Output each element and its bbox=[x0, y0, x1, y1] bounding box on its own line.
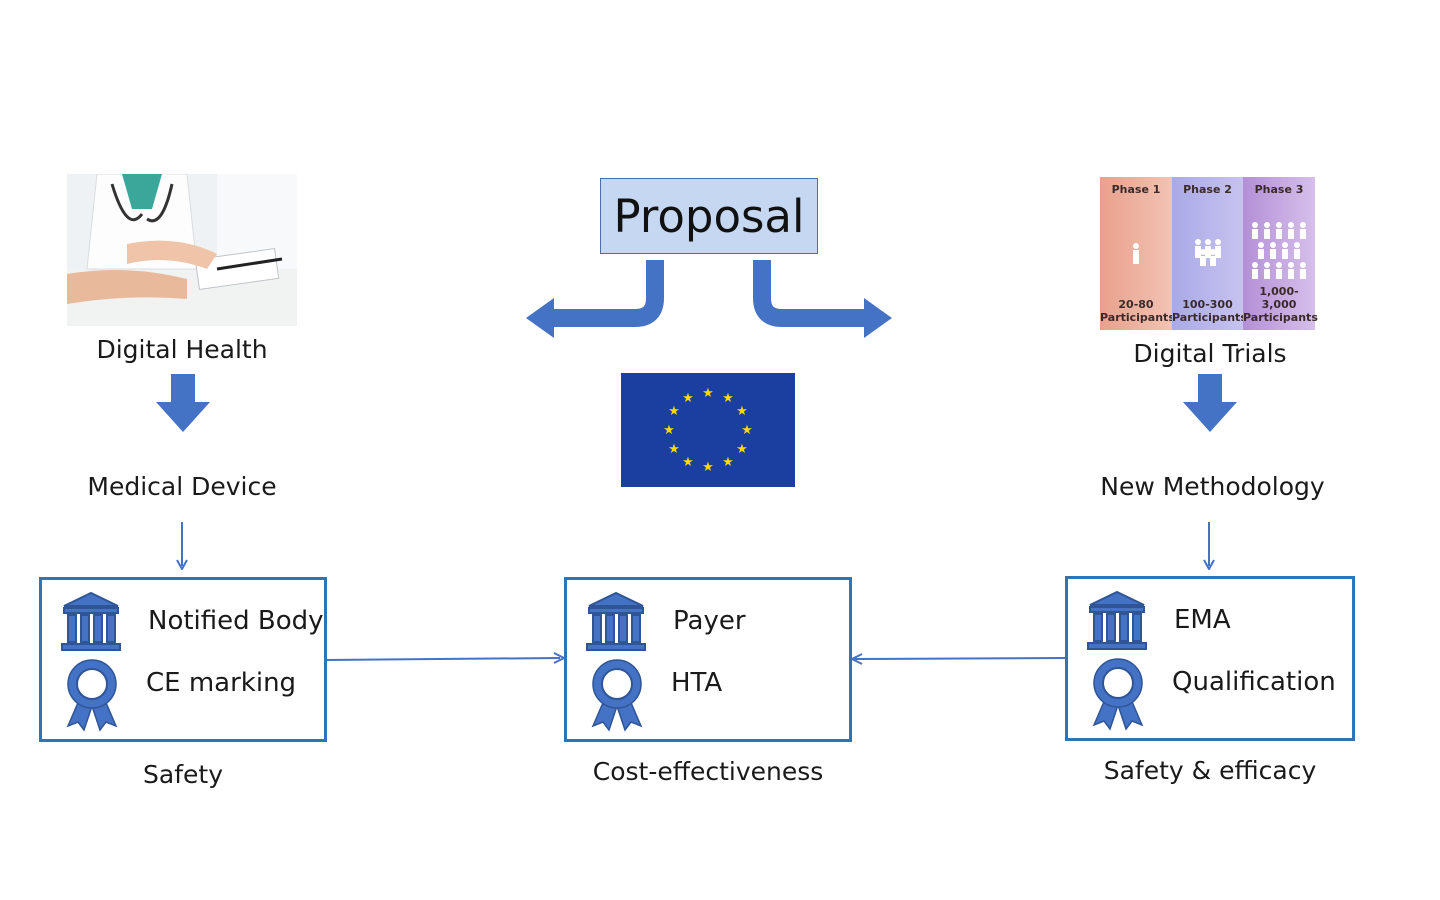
svg-text:★: ★ bbox=[668, 442, 680, 457]
phase-3-title: Phase 3 bbox=[1254, 183, 1304, 196]
bank-building-icon bbox=[586, 591, 646, 651]
phase-3-count: 1,000-3,000 bbox=[1259, 285, 1299, 311]
new-methodology-label: New Methodology bbox=[1100, 472, 1325, 501]
proposal-box: Proposal bbox=[600, 178, 818, 254]
down-arrow-icon bbox=[156, 374, 210, 432]
phase-2: Phase 2 100-300 Participants bbox=[1172, 177, 1247, 330]
ce-marking-label: CE marking bbox=[146, 668, 297, 698]
digital-health-photo bbox=[67, 174, 297, 326]
notified-body-label: Notified Body bbox=[148, 606, 324, 636]
thin-down-arrow-icon bbox=[176, 522, 188, 570]
phase-1-title: Phase 1 bbox=[1111, 183, 1161, 196]
svg-text:★: ★ bbox=[702, 386, 714, 401]
phase-2-count: 100-300 bbox=[1182, 298, 1233, 311]
svg-text:★: ★ bbox=[736, 404, 748, 419]
payer-label: Payer bbox=[673, 606, 746, 636]
svg-text:★: ★ bbox=[741, 423, 753, 438]
svg-text:★: ★ bbox=[668, 404, 680, 419]
award-ribbon-icon bbox=[1092, 658, 1144, 731]
safety-caption: Safety bbox=[143, 760, 223, 789]
left-box: Notified Body CE marking bbox=[39, 577, 327, 742]
phase-3: Phase 3 1,000-3,000 Participants bbox=[1243, 177, 1318, 330]
svg-text:★: ★ bbox=[682, 391, 694, 406]
digital-trials-title: Digital Trials bbox=[1133, 339, 1287, 368]
ema-label: EMA bbox=[1174, 605, 1231, 635]
phase-2-unit: Participants bbox=[1172, 311, 1247, 324]
svg-text:★: ★ bbox=[702, 460, 714, 475]
bank-building-icon bbox=[61, 591, 121, 651]
trial-phases-graphic: Phase 1 20-80 Participants Phase 2 100-3… bbox=[1100, 177, 1318, 330]
right-box: EMA Qualification bbox=[1065, 576, 1355, 741]
phase-1: Phase 1 20-80 Participants bbox=[1100, 177, 1175, 330]
thin-down-arrow-icon bbox=[1203, 522, 1215, 570]
award-ribbon-icon bbox=[66, 659, 118, 732]
svg-text:★: ★ bbox=[722, 391, 734, 406]
phase-1-count: 20-80 bbox=[1118, 298, 1154, 311]
cost-effectiveness-caption: Cost-effectiveness bbox=[592, 757, 824, 786]
svg-text:★: ★ bbox=[722, 455, 734, 470]
safety-efficacy-caption: Safety & efficacy bbox=[1103, 756, 1317, 785]
connector-left-to-center bbox=[326, 652, 566, 666]
connector-right-to-center bbox=[850, 652, 1066, 666]
center-box: Payer HTA bbox=[564, 577, 852, 742]
split-arrows-icon bbox=[520, 258, 900, 343]
award-ribbon-icon bbox=[591, 659, 643, 732]
svg-text:★: ★ bbox=[736, 442, 748, 457]
eu-flag: ★ ★ ★ ★ ★ ★ ★ ★ ★ ★ ★ ★ bbox=[621, 373, 795, 487]
bank-building-icon bbox=[1087, 590, 1147, 650]
svg-text:★: ★ bbox=[663, 423, 675, 438]
hta-label: HTA bbox=[671, 668, 723, 698]
medical-device-label: Medical Device bbox=[87, 472, 277, 501]
qualification-label: Qualification bbox=[1172, 667, 1336, 697]
phase-3-unit: Participants bbox=[1243, 311, 1318, 324]
phase-1-unit: Participants bbox=[1100, 311, 1175, 324]
phase-2-title: Phase 2 bbox=[1183, 183, 1232, 196]
digital-health-title: Digital Health bbox=[96, 335, 268, 364]
down-arrow-icon bbox=[1183, 374, 1237, 432]
svg-text:★: ★ bbox=[682, 455, 694, 470]
